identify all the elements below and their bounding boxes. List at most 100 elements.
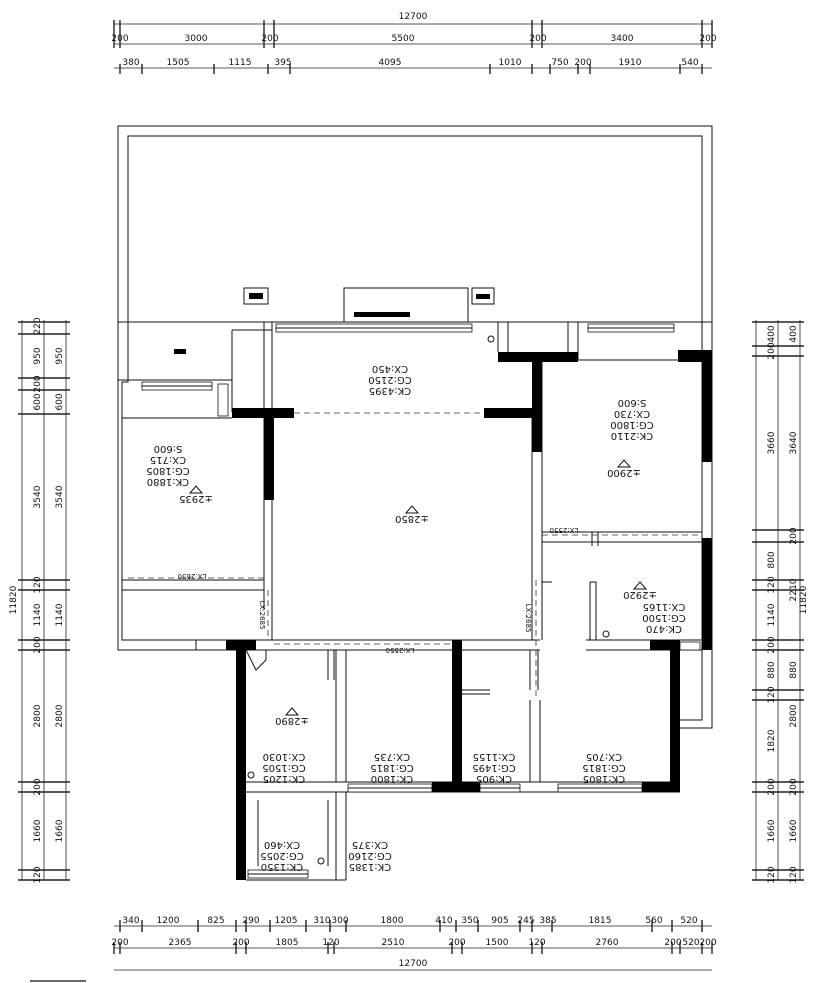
room-dimension-line: CX:705 xyxy=(586,751,622,762)
room-dimension-line: CG:1800 xyxy=(610,419,654,430)
bottom-dim-row2-label: 200 xyxy=(664,938,681,948)
level-value: ±2850 xyxy=(395,513,429,524)
right-dim-inner-label: 200 xyxy=(789,527,799,544)
top-dim-row2-label: 395 xyxy=(274,58,291,68)
windows xyxy=(141,323,701,879)
room-dimension-line: CX:1155 xyxy=(473,751,516,762)
right-dim-inner-label: 400 xyxy=(789,325,799,342)
room-dimension-line: CG:2055 xyxy=(260,850,304,861)
top-dim-row1-label: 200 xyxy=(261,34,278,44)
top-dim-row2-label: 200 xyxy=(574,58,591,68)
bottom-dim-row1-label: 1205 xyxy=(275,916,298,926)
top-dim-row1-label: 200 xyxy=(111,34,128,44)
right-dim-outer-label: 200 xyxy=(767,342,777,359)
left-dim-inner-label: 1140 xyxy=(55,603,65,626)
left-dim-inner-label: 600 xyxy=(55,393,65,410)
left-dim-outer-label: 200 xyxy=(33,636,43,653)
room-dimension-line: CK:1800 xyxy=(371,773,413,784)
room-dimension-line: CX:735 xyxy=(374,751,410,762)
left-dim-outer-label: 950 xyxy=(33,347,43,364)
bottom-dim-row1-label: 290 xyxy=(242,916,259,926)
beam-label: LX:2685 xyxy=(258,601,266,630)
right-dim-outer-label: 400 xyxy=(767,325,777,342)
bottom-dim-row1-label: 1800 xyxy=(381,916,404,926)
bottom-dim-row1-label: 310 xyxy=(313,916,330,926)
bottom-dim-row1-label: 245 xyxy=(517,916,534,926)
top-dim-row1-label: 3400 xyxy=(611,34,634,44)
bottom-dim-row1-label: 1815 xyxy=(589,916,612,926)
room-dimension-line: CG:1495 xyxy=(472,762,516,773)
bottom-dim-row2-label: 2365 xyxy=(169,938,192,948)
room-dimension-line: CX:450 xyxy=(372,363,408,374)
right-dim-outer-label: 120 xyxy=(767,576,777,593)
beam-lines xyxy=(128,412,702,700)
level-triangle-icon xyxy=(404,505,420,514)
right-dim-inner-label: 200 xyxy=(789,778,799,795)
bottom-dim-row2-label: 1500 xyxy=(486,938,509,948)
bottom-dim-row2-label: 200 xyxy=(448,938,465,948)
bottom-dim-row2-label: 200 xyxy=(232,938,249,948)
right-dim-inner-label: 120 xyxy=(789,866,799,883)
top-dim-row2-label: 750 xyxy=(551,58,568,68)
level-triangle-icon xyxy=(632,581,648,590)
room-dimension-line: CG:1815 xyxy=(582,762,626,773)
level-marker: ±2920 xyxy=(623,581,657,600)
room-dimension-line: CG:1500 xyxy=(642,612,686,623)
top-dim-row2-label: 380 xyxy=(122,58,139,68)
level-marker: ±2935 xyxy=(179,485,213,504)
room-dimension-line: CG:2150 xyxy=(368,374,412,385)
bottom-dim-row2-label: 1805 xyxy=(276,938,299,948)
bottom-dim-row2-label: 200 xyxy=(111,938,128,948)
fixtures xyxy=(174,287,610,865)
left-dim-outer-label: 200 xyxy=(33,778,43,795)
top-dim-row1-label: 200 xyxy=(699,34,716,44)
top-dim-row2-label: 4095 xyxy=(379,58,402,68)
level-markers: ±2935 ±2850 ±2900 ±2920 ±2890 xyxy=(179,459,657,726)
right-dim-outer-label: 800 xyxy=(767,551,777,568)
level-value: ±2890 xyxy=(275,715,309,726)
room-dimension-line: CK:4395 xyxy=(369,385,411,396)
bottom-dim-row2-label: 120 xyxy=(322,938,339,948)
top-dim-row1-label: 5500 xyxy=(392,34,415,44)
top-dim-row2-label: 1505 xyxy=(167,58,190,68)
room-dimension-line: CG:1505 xyxy=(262,762,306,773)
bottom-dim-row2-label: 2510 xyxy=(382,938,405,948)
bottom-dim-row1-label: 560 xyxy=(645,916,662,926)
bottom-dim-row2-label: 520 xyxy=(682,938,699,948)
room-dimension-line: CK:470 xyxy=(646,623,682,634)
room-dimension-line: CX:1165 xyxy=(643,601,686,612)
bottom-total-dimension: 12700 xyxy=(399,959,428,969)
bottom-dim-row1-label: 520 xyxy=(680,916,697,926)
right-dim-outer-label: 1140 xyxy=(767,603,777,626)
room-dimension-line: S:600 xyxy=(618,397,647,408)
top-dim-row2-label: 1010 xyxy=(499,58,522,68)
beam-label: LX:2685 xyxy=(524,604,532,633)
bottom-dim-row1-label: 300 xyxy=(331,916,348,926)
bottom-dim-row2-label: 120 xyxy=(528,938,545,948)
right-dim-inner-label: 3640 xyxy=(789,431,799,454)
room-dimension-line: CX:730 xyxy=(614,408,650,419)
left-dim-outer-label: 3540 xyxy=(33,485,43,508)
left-dim-inner-label: 1660 xyxy=(55,819,65,842)
left-dim-outer-label: 1140 xyxy=(33,603,43,626)
top-dim-row2-label: 540 xyxy=(681,58,698,68)
left-dim-inner-label: 3540 xyxy=(55,485,65,508)
room-dimension-line: CG:1815 xyxy=(370,762,414,773)
left-dim-outer-label: 2800 xyxy=(33,704,43,727)
left-dimensions: 11820 2209502006003540120114020028002001… xyxy=(9,317,70,884)
top-dim-row1-label: 200 xyxy=(529,34,546,44)
bottom-dim-row1-label: 905 xyxy=(491,916,508,926)
level-marker: ±2900 xyxy=(607,459,641,478)
left-total-dimension: 11820 xyxy=(9,585,19,614)
right-dim-outer-label: 200 xyxy=(767,778,777,795)
room-labels: CK:4395CG:2150CX:450CK:2110CG:1800CX:730… xyxy=(146,363,686,872)
bottom-dim-row1-label: 825 xyxy=(207,916,224,926)
